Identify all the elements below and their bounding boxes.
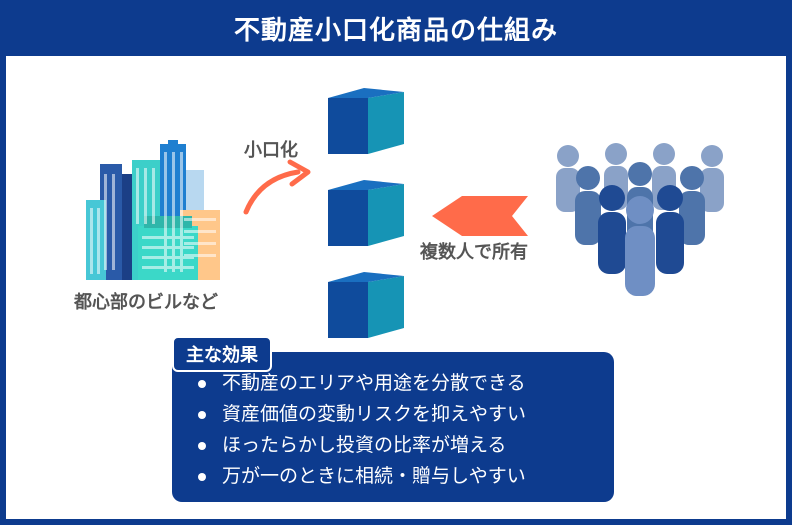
- people-group-icon: [556, 143, 724, 296]
- building-icon: [86, 140, 220, 280]
- ownership-label: 複数人で所有: [420, 242, 528, 263]
- effects-heading: 主な効果: [172, 336, 272, 372]
- cube-icon: [328, 180, 404, 246]
- cube-icon: [328, 272, 404, 338]
- flag-arrow-icon: [432, 196, 528, 236]
- curved-arrow-icon: [243, 159, 311, 215]
- effects-panel: [172, 352, 614, 502]
- effect-text: 不動産のエリアや用途を分散できる: [222, 372, 526, 394]
- page-title: 不動産小口化商品の仕組み: [0, 0, 792, 56]
- bullet-icon: [198, 473, 206, 481]
- bullet-icon: [198, 442, 206, 450]
- bullet-icon: [198, 411, 206, 419]
- split-label: 小口化: [244, 140, 298, 161]
- effect-text: 資産価値の変動リスクを抑えやすい: [222, 403, 527, 425]
- list-item: 資産価値の変動リスクを抑えやすい: [196, 399, 526, 430]
- list-item: 不動産のエリアや用途を分散できる: [196, 368, 526, 399]
- list-item: ほったらかし投資の比率が増える: [196, 430, 526, 461]
- cube-icon: [328, 88, 404, 154]
- effect-text: 万が一のときに相続・贈与しやすい: [222, 465, 526, 487]
- effect-text: ほったらかし投資の比率が増える: [222, 434, 507, 456]
- building-label: 都心部のビルなど: [74, 292, 218, 313]
- list-item: 万が一のときに相続・贈与しやすい: [196, 461, 526, 492]
- bullet-icon: [198, 380, 206, 388]
- effects-list: 不動産のエリアや用途を分散できる 資産価値の変動リスクを抑えやすい ほったらかし…: [196, 368, 526, 492]
